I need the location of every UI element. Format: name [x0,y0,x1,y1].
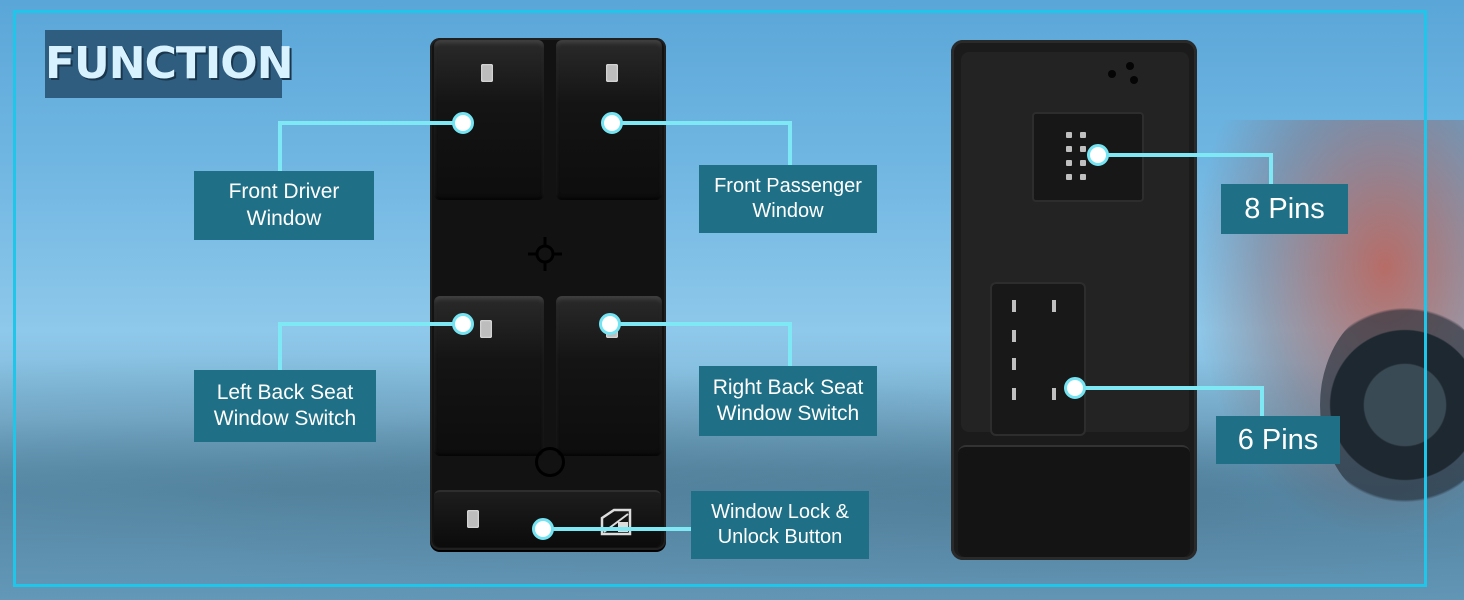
back-bottom-cover [958,445,1190,557]
label-right-back: Right Back Seat Window Switch [699,366,877,436]
pin [1012,300,1016,312]
pin [1080,132,1086,138]
title-banner: FUNCTION [45,30,294,98]
marker-dot [532,518,554,540]
pin [1080,160,1086,166]
leader-line [1074,386,1264,390]
leader-line [610,322,792,326]
pin [1012,330,1016,342]
marker-dot [1087,144,1109,166]
leader-line [278,322,282,372]
marker-dot [452,112,474,134]
crosshair-icon [528,237,562,271]
pin [1066,146,1072,152]
page-title: FUNCTION [45,38,294,89]
marker-dot [599,313,621,335]
label-front-passenger: Front Passenger Window [699,165,877,233]
leader-line [543,527,693,531]
switch-clip [535,447,565,477]
leader-line [278,121,464,125]
pin [1066,160,1072,166]
marker-dot [452,313,474,335]
screw-hole [1130,76,1138,84]
pin [1066,132,1072,138]
pin [1066,174,1072,180]
leader-line [1097,153,1273,157]
pin [1052,388,1056,400]
marker-dot [601,112,623,134]
pin [1012,388,1016,400]
pin [1080,174,1086,180]
label-6-pins: 6 Pins [1216,416,1340,464]
connector-6-pin [990,282,1086,436]
label-front-driver: Front Driver Window [194,171,374,240]
leader-line [1260,386,1264,416]
background-wheel [1320,300,1464,510]
window-lock-icon [600,508,632,536]
label-left-back: Left Back Seat Window Switch [194,370,376,442]
leader-line [278,121,282,173]
marker-dot [1064,377,1086,399]
pin [1012,358,1016,370]
leader-line [612,121,792,125]
label-window-lock: Window Lock & Unlock Button [691,491,869,559]
leader-line [1269,153,1273,185]
front-passenger-led [606,64,618,82]
leader-line [788,121,792,167]
window-lock-led [467,510,479,528]
pin [1052,300,1056,312]
screw-hole [1126,62,1134,70]
left-back-led [480,320,492,338]
screw-hole [1108,70,1116,78]
leader-line [788,322,792,368]
front-driver-led [481,64,493,82]
pin [1080,146,1086,152]
leader-line [278,322,464,326]
label-8-pins: 8 Pins [1221,184,1348,234]
